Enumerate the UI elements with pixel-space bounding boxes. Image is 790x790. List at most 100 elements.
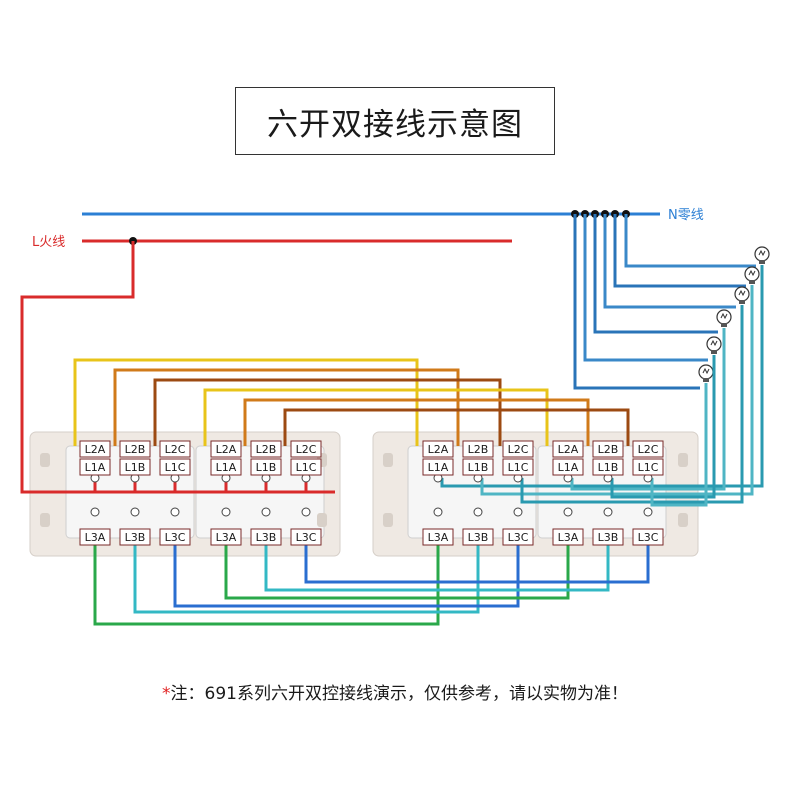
terminal-label-bottom-text: L3B bbox=[598, 531, 619, 544]
terminal-label-middle: L1C bbox=[632, 458, 664, 476]
terminal-label-bottom: L3A bbox=[552, 528, 584, 546]
lamp-base bbox=[759, 260, 765, 264]
terminal-screw bbox=[130, 507, 140, 517]
terminal-label-top-box bbox=[502, 440, 534, 458]
terminal-label-top-box bbox=[159, 440, 191, 458]
terminal-label-top-box bbox=[422, 440, 454, 458]
terminal-label-bottom: L3A bbox=[79, 528, 111, 546]
terminal-label-top-box bbox=[79, 440, 111, 458]
lamp-icon bbox=[716, 309, 732, 327]
lamp-return-wire bbox=[570, 328, 726, 491]
terminal-label-middle: L1C bbox=[290, 458, 322, 476]
lamp-filament bbox=[710, 339, 718, 347]
terminal-label-middle-text: L1B bbox=[256, 461, 277, 474]
terminal-label-middle: L1C bbox=[502, 458, 534, 476]
footnote-star: * bbox=[162, 684, 171, 704]
terminal-label-top-text: L2C bbox=[296, 443, 317, 456]
terminal-screw bbox=[301, 507, 311, 517]
lamp-return-wire bbox=[520, 305, 744, 504]
lamp-filament bbox=[720, 312, 728, 320]
terminal-label-middle-box bbox=[632, 458, 664, 476]
neutral-lamp-wire bbox=[603, 214, 736, 309]
neutral-lamp-wire bbox=[613, 214, 746, 288]
terminal-label-bottom-text: L3C bbox=[508, 531, 529, 544]
terminal-label-bottom-box bbox=[250, 528, 282, 546]
terminal-screw bbox=[261, 507, 271, 517]
terminal-label-middle: L1B bbox=[250, 458, 282, 476]
terminal-label-middle-text: L1B bbox=[598, 461, 619, 474]
terminal-screw bbox=[170, 507, 180, 517]
terminal-label-middle-text: L1C bbox=[638, 461, 659, 474]
terminal-label-middle-box bbox=[79, 458, 111, 476]
lamp-base bbox=[749, 280, 755, 284]
terminal-label-top-text: L2A bbox=[558, 443, 579, 456]
terminal-label-top: L2C bbox=[632, 440, 664, 458]
terminal-label-middle-box bbox=[462, 458, 494, 476]
neutral-lamp-wire bbox=[624, 214, 756, 268]
footnote: *注：691系列六开双控接线演示，仅供参考，请以实物为准！ bbox=[0, 679, 790, 704]
terminal-label-middle: L1A bbox=[79, 458, 111, 476]
lamp-filament bbox=[738, 289, 746, 297]
terminal-screw bbox=[221, 507, 231, 517]
terminal-label-middle-text: L1A bbox=[558, 461, 579, 474]
terminal-label-bottom-box bbox=[159, 528, 191, 546]
diagram-title-text: 六开双接线示意图 bbox=[267, 106, 523, 143]
neutral-lamp-wire bbox=[593, 214, 718, 334]
terminal-label-bottom: L3A bbox=[422, 528, 454, 546]
lamp-icon bbox=[706, 336, 722, 354]
terminal-label-top: L2A bbox=[552, 440, 584, 458]
terminal-label-middle: L1B bbox=[592, 458, 624, 476]
terminal-label-middle: L1A bbox=[210, 458, 242, 476]
terminal-label-middle-box bbox=[119, 458, 151, 476]
terminal-label-top-text: L2B bbox=[468, 443, 489, 456]
lamp-return-wire bbox=[480, 285, 754, 496]
terminal-label-top: L2A bbox=[210, 440, 242, 458]
lamp-icon bbox=[734, 286, 750, 304]
terminal-label-top-text: L2B bbox=[598, 443, 619, 456]
lamp-base bbox=[711, 350, 717, 354]
terminal-label-middle: L1A bbox=[422, 458, 454, 476]
terminal-label-bottom-box bbox=[632, 528, 664, 546]
terminal-label-bottom: L3C bbox=[290, 528, 322, 546]
terminal-label-bottom-text: L3B bbox=[468, 531, 489, 544]
terminal-label-middle-text: L1C bbox=[296, 461, 317, 474]
terminal-label-bottom-box bbox=[552, 528, 584, 546]
lamp-base bbox=[739, 300, 745, 304]
terminal-label-bottom: L3B bbox=[592, 528, 624, 546]
traveler-l2-wire-3 bbox=[153, 378, 502, 446]
traveler-l3-wire-5 bbox=[264, 545, 610, 592]
terminal-label-top-box bbox=[632, 440, 664, 458]
terminal-label-bottom-text: L3C bbox=[638, 531, 659, 544]
neutral-label: N零线 bbox=[668, 208, 704, 223]
terminal-screw bbox=[603, 507, 613, 517]
terminal-label-bottom: L3B bbox=[119, 528, 151, 546]
terminal-label-bottom-text: L3A bbox=[558, 531, 579, 544]
terminal-label-top: L2C bbox=[290, 440, 322, 458]
terminal-label-middle-text: L1B bbox=[468, 461, 489, 474]
terminal-label-bottom-text: L3C bbox=[165, 531, 186, 544]
screw-slot bbox=[383, 513, 393, 527]
terminal-label-bottom: L3B bbox=[250, 528, 282, 546]
lamp-base bbox=[721, 323, 727, 327]
live-label: L火线 bbox=[32, 235, 65, 250]
lamp-icon bbox=[754, 246, 770, 264]
terminal-label-top-text: L2A bbox=[216, 443, 237, 456]
traveler-l2-wire-5 bbox=[243, 398, 590, 446]
terminal-label-bottom-box bbox=[502, 528, 534, 546]
terminal-label-middle-box bbox=[552, 458, 584, 476]
terminal-label-middle: L1B bbox=[119, 458, 151, 476]
terminal-label-middle-text: L1A bbox=[428, 461, 449, 474]
terminal-label-bottom-box bbox=[210, 528, 242, 546]
terminal-label-middle-box bbox=[210, 458, 242, 476]
terminal-screw bbox=[473, 507, 483, 517]
screw-slot bbox=[383, 453, 393, 467]
lamp-filament bbox=[748, 269, 756, 277]
terminal-label-bottom-text: L3C bbox=[296, 531, 317, 544]
terminal-label-top-box bbox=[119, 440, 151, 458]
terminal-label-middle-text: L1B bbox=[125, 461, 146, 474]
traveler-l2-wire-6 bbox=[283, 408, 630, 446]
traveler-l2-wire-2 bbox=[113, 368, 460, 446]
traveler-l3-wire-3 bbox=[173, 545, 520, 608]
traveler-l2-wire-1 bbox=[73, 358, 419, 446]
terminal-screw bbox=[563, 507, 573, 517]
